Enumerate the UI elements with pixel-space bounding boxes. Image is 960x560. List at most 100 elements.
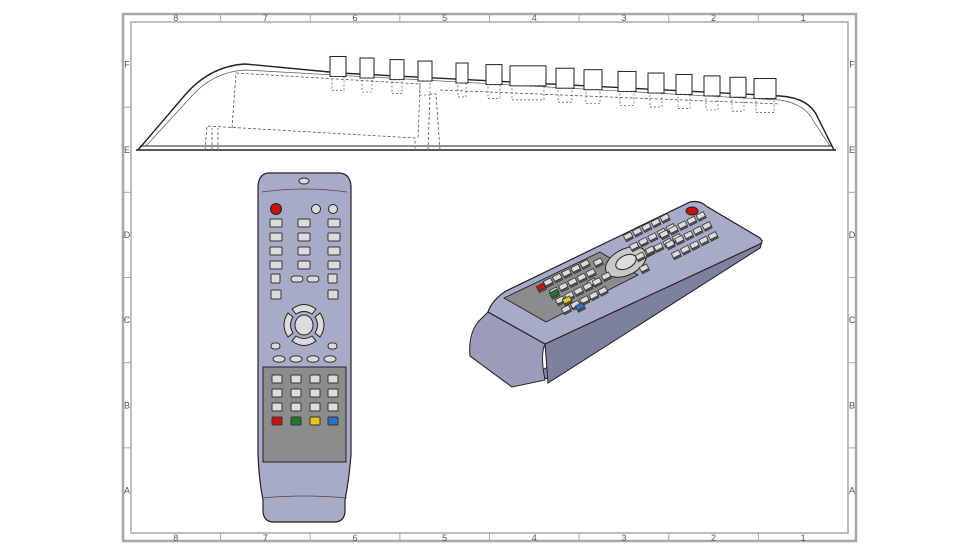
iso-key <box>689 240 700 250</box>
ir-window-icon <box>298 177 310 185</box>
small-key[interactable] <box>290 275 304 283</box>
zone-column-label: 5 <box>442 13 447 23</box>
number-key[interactable] <box>309 402 321 412</box>
small-key[interactable] <box>327 342 338 350</box>
red-key[interactable] <box>271 416 283 426</box>
side-key-hidden <box>677 94 691 109</box>
iso-key <box>673 234 685 244</box>
number-key[interactable] <box>290 374 302 384</box>
iso-key <box>670 249 682 259</box>
iso-key <box>695 211 707 221</box>
remote-key[interactable] <box>269 232 283 242</box>
iso-key <box>664 239 676 249</box>
iso-key <box>638 263 650 273</box>
dpad-ok-button[interactable] <box>294 314 314 336</box>
remote-key[interactable] <box>297 218 311 228</box>
iso-key <box>686 215 697 225</box>
dpad-up-button[interactable] <box>291 304 317 315</box>
dpad-down-button[interactable] <box>291 335 317 346</box>
iso-key <box>585 268 597 278</box>
number-key[interactable] <box>271 402 283 412</box>
square-key[interactable] <box>270 273 281 284</box>
side-hidden-foot <box>204 125 416 151</box>
iso-key <box>659 213 671 223</box>
side-key-profile <box>555 67 575 89</box>
oval-key[interactable] <box>323 355 337 363</box>
small-key[interactable] <box>306 275 320 283</box>
iso-key <box>557 281 569 291</box>
small-key[interactable] <box>270 342 281 350</box>
top-button-1[interactable] <box>311 204 321 214</box>
zone-row-label: A <box>849 485 855 495</box>
iso-key <box>637 236 649 246</box>
zone-column-label: 8 <box>173 13 178 23</box>
iso-key <box>597 286 609 296</box>
number-key[interactable] <box>309 374 321 384</box>
iso-key <box>628 241 640 251</box>
iso-key <box>579 295 590 305</box>
number-key[interactable] <box>327 374 339 384</box>
square-key[interactable] <box>327 289 339 300</box>
zone-row-label: F <box>849 60 855 70</box>
side-key-hidden <box>619 91 635 106</box>
side-key-profile <box>647 72 665 94</box>
dpad-left-button[interactable] <box>283 312 294 338</box>
iso-key <box>582 281 593 291</box>
remote-key[interactable] <box>327 246 341 256</box>
zone-row-label: E <box>124 145 130 155</box>
remote-key[interactable] <box>297 246 311 256</box>
remote-key[interactable] <box>269 218 283 228</box>
iso-key <box>591 277 603 287</box>
number-key[interactable] <box>290 388 302 398</box>
remote-key[interactable] <box>327 260 341 270</box>
square-key[interactable] <box>270 289 282 300</box>
side-key-profile <box>417 60 433 82</box>
blue-key[interactable] <box>327 416 339 426</box>
iso-key <box>622 231 634 241</box>
iso-key <box>647 232 658 242</box>
number-key[interactable] <box>271 374 283 384</box>
zone-column-label: 2 <box>711 13 716 23</box>
side-key-hidden <box>391 79 403 94</box>
number-key[interactable] <box>290 402 302 412</box>
side-key-profiles <box>329 55 777 113</box>
top-button-2[interactable] <box>328 204 338 214</box>
remote-key[interactable] <box>269 246 283 256</box>
number-key[interactable] <box>309 388 321 398</box>
number-key[interactable] <box>271 388 283 398</box>
square-key[interactable] <box>327 273 338 284</box>
dpad-right-button[interactable] <box>314 312 325 338</box>
side-hidden-box <box>231 72 421 139</box>
oval-key[interactable] <box>272 355 286 363</box>
iso-key <box>650 217 661 227</box>
zone-column-label: 3 <box>621 13 626 23</box>
yellow-key[interactable] <box>309 416 321 426</box>
remote-key[interactable] <box>327 218 341 228</box>
side-key-profile <box>329 55 347 77</box>
side-top-profile <box>137 63 835 151</box>
remote-key[interactable] <box>269 260 283 270</box>
remote-key[interactable] <box>327 232 341 242</box>
remote-key[interactable] <box>297 260 311 270</box>
iso-key <box>567 277 578 287</box>
iso-key <box>701 221 713 231</box>
iso-key <box>683 230 694 240</box>
oval-key[interactable] <box>289 355 303 363</box>
power-button[interactable] <box>270 203 282 215</box>
iso-key <box>588 290 599 300</box>
iso-key <box>653 242 664 252</box>
iso-red-key <box>535 282 547 292</box>
number-key[interactable] <box>327 388 339 398</box>
remote-key[interactable] <box>297 232 311 242</box>
side-key-hidden <box>487 84 501 99</box>
number-key[interactable] <box>327 402 339 412</box>
zone-row-label: D <box>124 230 131 240</box>
side-key-hidden <box>649 92 663 108</box>
oval-key[interactable] <box>306 355 320 363</box>
iso-key <box>560 304 572 314</box>
green-key[interactable] <box>290 416 302 426</box>
zone-column-label: 2 <box>711 533 716 543</box>
iso-key <box>579 259 591 269</box>
side-hidden-post <box>427 93 441 151</box>
